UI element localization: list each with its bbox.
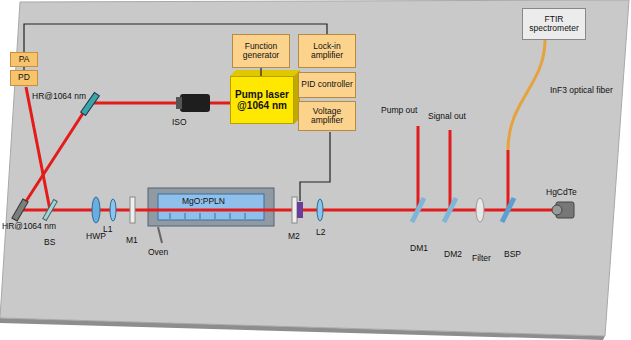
isolator-end <box>176 97 182 109</box>
box-label: FTIR spectrometer <box>525 15 583 34</box>
laser-box: Pump laser @1064 nm <box>230 76 294 124</box>
part-label: M1 <box>126 236 138 245</box>
part-label: MgO:PPLN <box>182 197 225 206</box>
part-label: HR@1064 nm <box>32 92 86 101</box>
half-wave-plate <box>92 197 100 223</box>
dichroic-mirror <box>444 198 456 222</box>
part-label: BS <box>44 238 55 247</box>
part-label: HR@1064 nm <box>2 222 56 231</box>
part-label: HgCdTe <box>546 188 577 197</box>
instrument-box: Voltage amplifier <box>298 101 356 131</box>
beam-splitter <box>43 199 57 220</box>
lens <box>110 199 116 221</box>
poling-stripes <box>170 213 245 219</box>
lens <box>317 199 323 221</box>
box-label: PID controller <box>301 80 353 89</box>
box-label: Function generator <box>235 42 287 61</box>
part-label: L2 <box>316 228 325 237</box>
part-label: M2 <box>288 232 300 241</box>
thermometer <box>158 227 162 243</box>
part-label: DM1 <box>410 244 428 253</box>
part-label: L1 <box>103 225 112 234</box>
spectrometer-box: FTIR spectrometer <box>522 8 586 40</box>
dichroic-mirror <box>412 198 424 222</box>
hr-mirror <box>12 199 28 221</box>
control-wire <box>300 132 330 201</box>
part-label: HWP <box>86 232 106 241</box>
box-label: PA <box>19 55 30 64</box>
part-label: Filter <box>472 254 491 263</box>
box-label: Voltage amplifier <box>301 107 353 126</box>
part-label: Pump out <box>381 106 417 115</box>
part-label: BSP <box>504 250 521 259</box>
part-label: Oven <box>148 248 168 257</box>
box-label: PD <box>18 73 30 82</box>
detector-window <box>552 205 562 215</box>
part-label: InF3 optical fiber <box>550 86 613 95</box>
piezo <box>297 202 303 218</box>
box-label: Pump laser @1064 nm <box>233 89 291 111</box>
optical-fiber <box>508 40 545 150</box>
mirror <box>130 197 135 223</box>
instrument-box: Function generator <box>232 34 290 68</box>
part-label: Signal out <box>428 112 466 121</box>
isolator <box>180 94 210 112</box>
instrument-box: Lock-in amplifier <box>298 34 356 68</box>
crystal <box>158 194 264 220</box>
signal-wire <box>260 68 261 76</box>
mirror <box>292 197 297 223</box>
part-label: DM2 <box>444 250 462 259</box>
instrument-box: PID controller <box>298 72 356 98</box>
oven <box>148 188 274 226</box>
instrument-box: PA <box>10 52 38 67</box>
instrument-box: PD <box>10 70 38 86</box>
part-label: ISO <box>172 118 187 127</box>
beam-splitter-plate <box>502 198 514 222</box>
filter <box>476 198 484 222</box>
box-label: Lock-in amplifier <box>301 42 353 61</box>
